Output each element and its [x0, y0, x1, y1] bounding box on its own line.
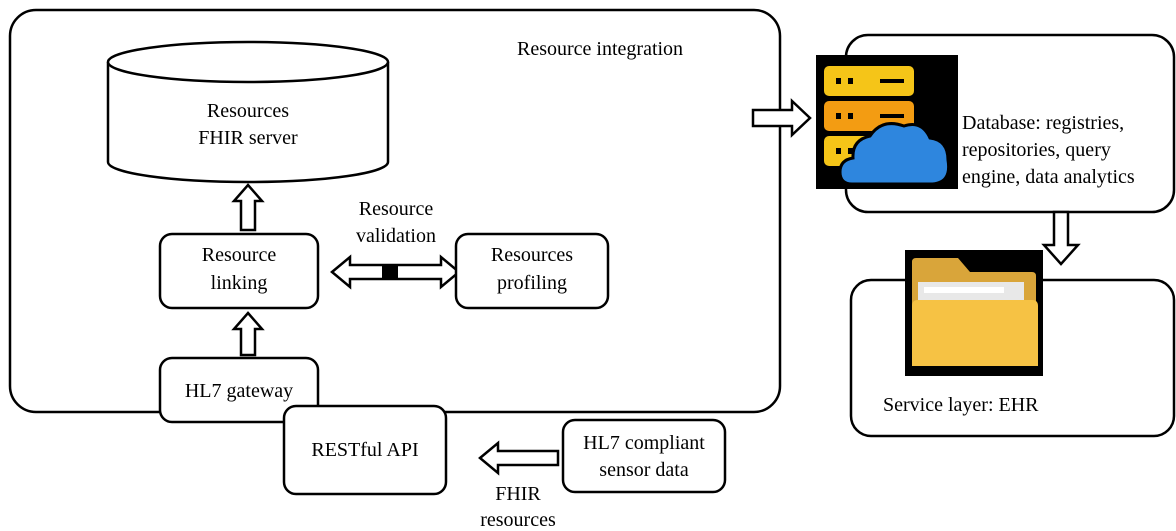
- right-arrow-to-database: [751, 98, 812, 138]
- database-label-line3: engine, data analytics: [962, 166, 1135, 188]
- resources-profiling-box: [454, 232, 610, 310]
- validation-label-line1: Resource: [359, 198, 434, 220]
- database-label-line2: repositories, query: [962, 139, 1111, 161]
- gateway-label: HL7 gateway: [185, 380, 293, 402]
- database-label-line1: Database: registries,: [962, 112, 1124, 134]
- folder-icon: [905, 250, 1043, 376]
- linking-label-line1: Resource: [202, 244, 277, 266]
- sensor-label-line1: HL7 compliant: [583, 432, 705, 454]
- fhir-resources-label-line1: FHIR: [495, 483, 541, 505]
- database-cloud-icon: [816, 55, 958, 189]
- fhir-server-cylinder: [106, 40, 390, 184]
- hl7-sensor-data-box: [561, 418, 727, 494]
- resource-linking-box: [158, 232, 320, 310]
- fhir-server-label-line1: Resources: [207, 100, 289, 122]
- fhir-resources-label-line2: resources: [480, 509, 556, 531]
- hl7-gateway-box: [158, 356, 320, 424]
- down-arrow-to-service-layer: [1041, 210, 1081, 266]
- up-arrow-gateway-to-linking: [231, 311, 265, 357]
- validation-label-line2: validation: [356, 225, 436, 247]
- left-arrow-sensor-to-api: [478, 440, 560, 476]
- profiling-label-line1: Resources: [491, 244, 573, 266]
- restful-api-label: RESTful API: [311, 439, 418, 461]
- integration-title: Resource integration: [517, 38, 683, 60]
- service-layer-label: Service layer: EHR: [883, 394, 1039, 416]
- up-arrow-linking-to-server: [231, 183, 265, 232]
- linking-label-line2: linking: [211, 272, 268, 294]
- restful-api-box: [282, 404, 448, 496]
- sensor-label-line2: sensor data: [599, 459, 689, 481]
- profiling-label-line2: profiling: [497, 272, 567, 294]
- fhir-server-label-line2: FHIR server: [198, 127, 298, 149]
